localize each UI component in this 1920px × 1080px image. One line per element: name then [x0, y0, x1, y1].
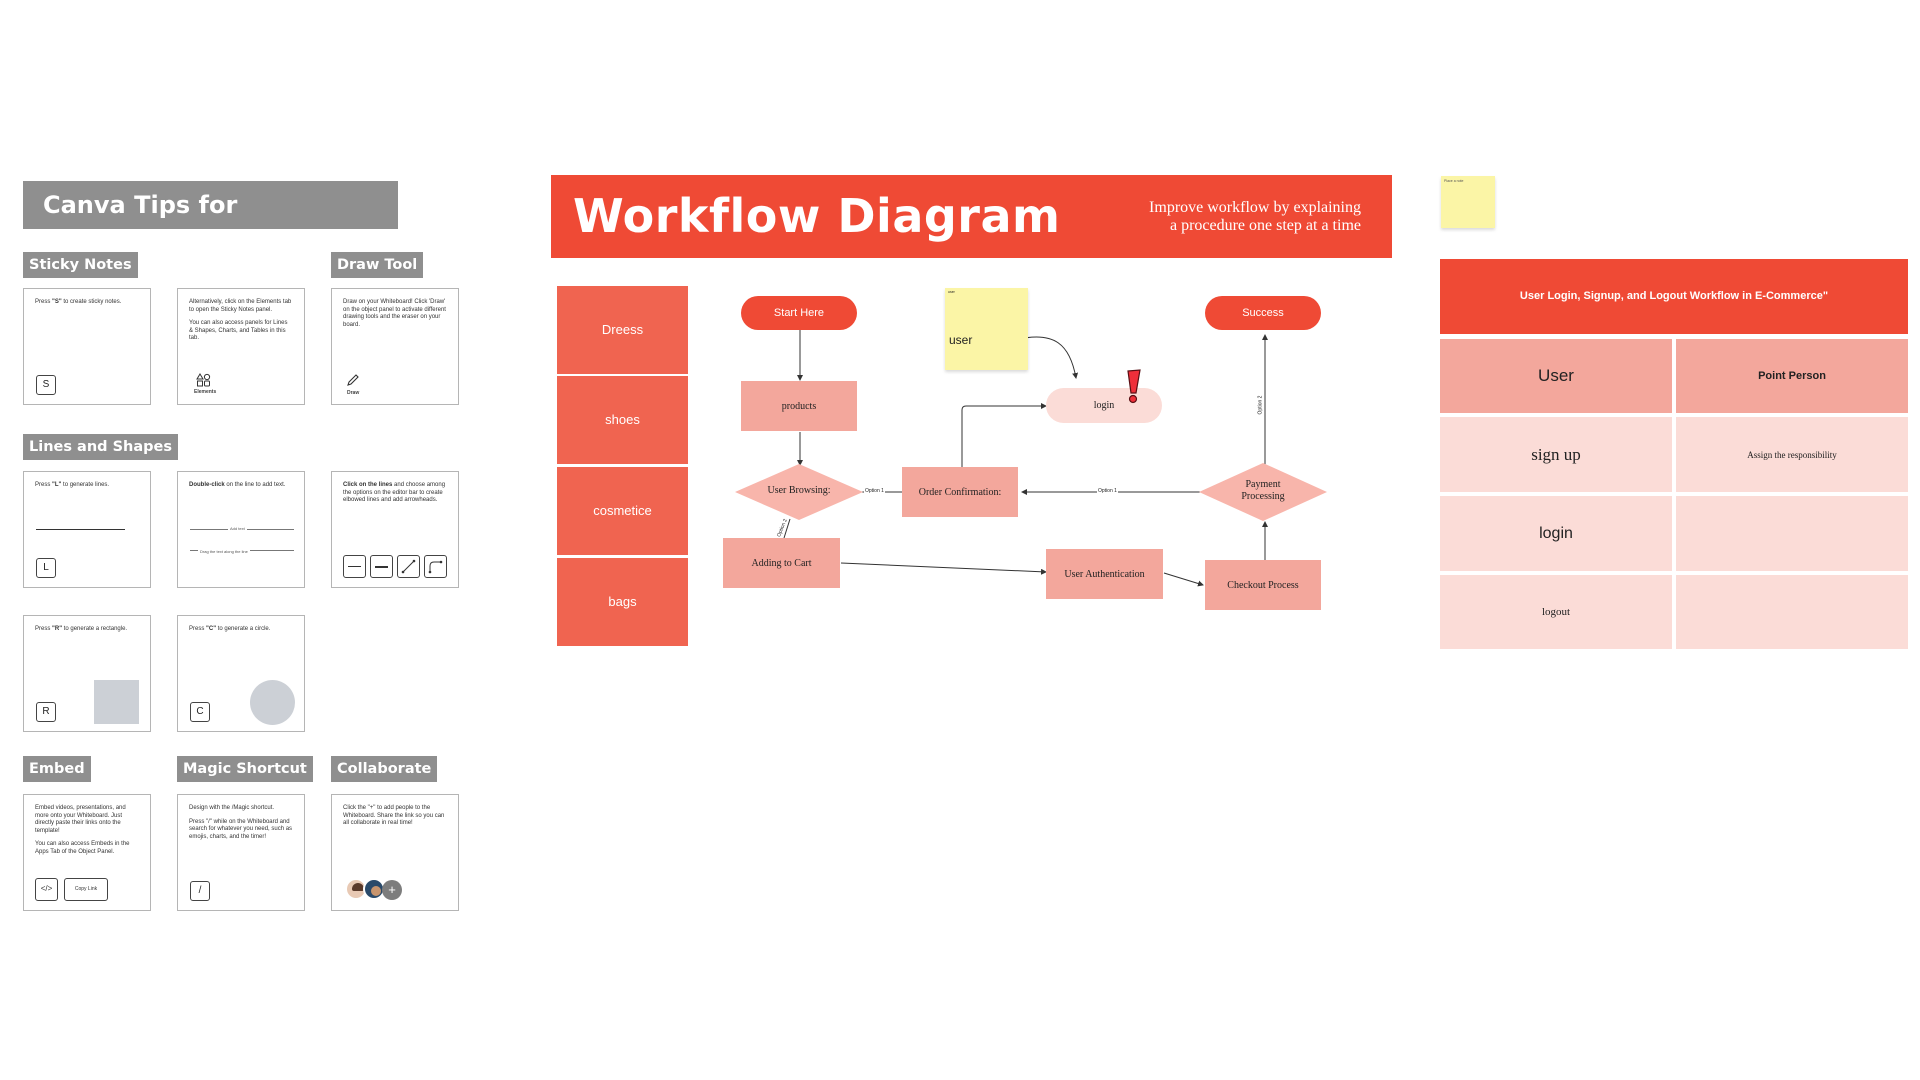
node-payment-processing: Payment Processing: [1241, 479, 1285, 502]
section-sticky-notes: Sticky Notes: [23, 252, 138, 278]
category-dreess[interactable]: Dreess: [557, 286, 688, 374]
diagonal-line-icon: [397, 555, 420, 578]
tip-card-lines[interactable]: Press "L" to generate lines. L: [23, 471, 151, 588]
tip-text: Click the "+" to add people to the White…: [343, 805, 445, 826]
edge-label-option1: Option 1: [1097, 488, 1118, 494]
category-shoes[interactable]: shoes: [557, 376, 688, 464]
elbow-line-icon: [424, 555, 447, 578]
table-cell[interactable]: login: [1440, 496, 1672, 571]
straight-line-icon: [343, 555, 366, 578]
line-caption-sample: Drag the text along the line: [198, 548, 250, 556]
sample-line: [36, 529, 125, 530]
section-magic-shortcut: Magic Shortcut: [177, 756, 313, 782]
tip-card-rectangle[interactable]: Press "R" to generate a rectangle. R: [23, 615, 151, 732]
node-payment-processing-shape[interactable]: [1199, 463, 1327, 521]
sample-circle: [250, 680, 295, 725]
node-success[interactable]: Success: [1205, 296, 1321, 330]
tip-card-circle[interactable]: Press "C" to generate a circle. C: [177, 615, 305, 732]
category-cosmetice[interactable]: cosmetice: [557, 467, 688, 555]
exclamation-icon: [1127, 369, 1141, 404]
key-c: C: [190, 702, 210, 722]
pencil-icon: [347, 374, 359, 386]
section-draw-tool: Draw Tool: [331, 252, 424, 278]
node-products[interactable]: products: [741, 381, 857, 431]
key-l: L: [36, 558, 56, 578]
workflow-title: Workflow Diagram: [573, 189, 1061, 243]
section-lines-shapes: Lines and Shapes: [23, 434, 178, 460]
workflow-header: Workflow Diagram Improve workflow by exp…: [551, 175, 1392, 258]
section-embed: Embed: [23, 756, 91, 782]
tip-card-embed[interactable]: Embed videos, presentations, and more on…: [23, 794, 151, 911]
key-slash: /: [190, 881, 210, 901]
table-cell[interactable]: Assign the responsibility: [1676, 417, 1908, 492]
copy-link-button: Copy Link: [64, 878, 108, 901]
line-style-icon: [370, 555, 393, 578]
tip-text: Press "S" to create sticky notes.: [35, 299, 122, 305]
node-user-authentication[interactable]: User Authentication: [1046, 549, 1163, 599]
tip-text: Press "L" to generate lines.: [35, 482, 110, 488]
tip-card-collaborate[interactable]: Click the "+" to add people to the White…: [331, 794, 459, 911]
sticky-note-placeholder[interactable]: Place a note: [1441, 176, 1495, 228]
tip-card-draw[interactable]: Draw on your Whiteboard! Click 'Draw' on…: [331, 288, 459, 405]
code-icon: </>: [35, 878, 58, 901]
tip-card-line-text[interactable]: Double-click on the line to add text. Ad…: [177, 471, 305, 588]
edge-label-option2: Option 2: [1257, 394, 1264, 416]
workflow-subtitle: Improve workflow by explaining a procedu…: [1149, 199, 1361, 234]
key-r: R: [36, 702, 56, 722]
section-collaborate: Collaborate: [331, 756, 438, 782]
tip-text: Double-click on the line to add text.: [189, 482, 286, 488]
node-checkout-process[interactable]: Checkout Process: [1205, 560, 1321, 610]
tips-title: Canva Tips for Whiteboards: [23, 181, 398, 267]
tip-text: Embed videos, presentations, and more on…: [35, 805, 126, 834]
table-cell[interactable]: [1676, 496, 1908, 571]
node-login[interactable]: login: [1046, 388, 1162, 423]
node-user-browsing-shape[interactable]: [735, 464, 863, 520]
tip-card-line-options[interactable]: Click on the lines and choose among the …: [331, 471, 459, 588]
sticky-small-text: user: [948, 290, 955, 294]
sticky-text: user: [949, 333, 973, 347]
table-cell[interactable]: [1676, 575, 1908, 649]
tip-text: You can also access panels for Lines & S…: [189, 320, 288, 341]
tip-card-magic[interactable]: Design with the /Magic shortcut. Press "…: [177, 794, 305, 911]
sticky-placeholder-text: Place a note: [1444, 179, 1464, 183]
table-cell[interactable]: User: [1440, 339, 1672, 413]
node-order-confirmation[interactable]: Order Confirmation:: [902, 467, 1018, 517]
category-bags[interactable]: bags: [557, 558, 688, 646]
table-header: User Login, Signup, and Logout Workflow …: [1440, 259, 1908, 334]
node-user-browsing: User Browsing:: [767, 485, 831, 496]
tip-card-sticky-elements[interactable]: Alternatively, click on the Elements tab…: [177, 288, 305, 405]
tip-card-sticky-shortcut[interactable]: Press "S" to create sticky notes. S: [23, 288, 151, 405]
tip-text: Design with the /Magic shortcut.: [189, 805, 275, 811]
node-start-here[interactable]: Start Here: [741, 296, 857, 330]
sample-rectangle: [94, 680, 139, 724]
node-adding-to-cart[interactable]: Adding to Cart: [723, 538, 840, 588]
elements-label: Elements: [194, 389, 217, 395]
line-text-sample: Add text: [228, 525, 247, 533]
tip-text: You can also access Embeds in the Apps T…: [35, 841, 130, 855]
elements-icon: [196, 373, 211, 387]
sticky-note-user[interactable]: user user: [945, 288, 1028, 370]
add-person-icon: +: [382, 880, 402, 900]
tip-text: Press "R" to generate a rectangle.: [35, 626, 128, 632]
table-cell[interactable]: Point Person: [1676, 339, 1908, 413]
draw-label: Draw: [347, 390, 360, 396]
tip-text: Draw on your Whiteboard! Click 'Draw' on…: [343, 299, 446, 328]
tip-text: Press "C" to generate a circle.: [189, 626, 271, 632]
key-s: S: [36, 375, 56, 395]
tip-text: Press "/" while on the Whiteboard and se…: [189, 818, 293, 840]
tip-text: Click on the lines and choose among the …: [343, 482, 446, 503]
edge-label-option1: Option 1: [864, 488, 885, 494]
table-cell[interactable]: sign up: [1440, 417, 1672, 492]
tip-text: Alternatively, click on the Elements tab…: [189, 299, 292, 313]
table-cell[interactable]: logout: [1440, 575, 1672, 649]
